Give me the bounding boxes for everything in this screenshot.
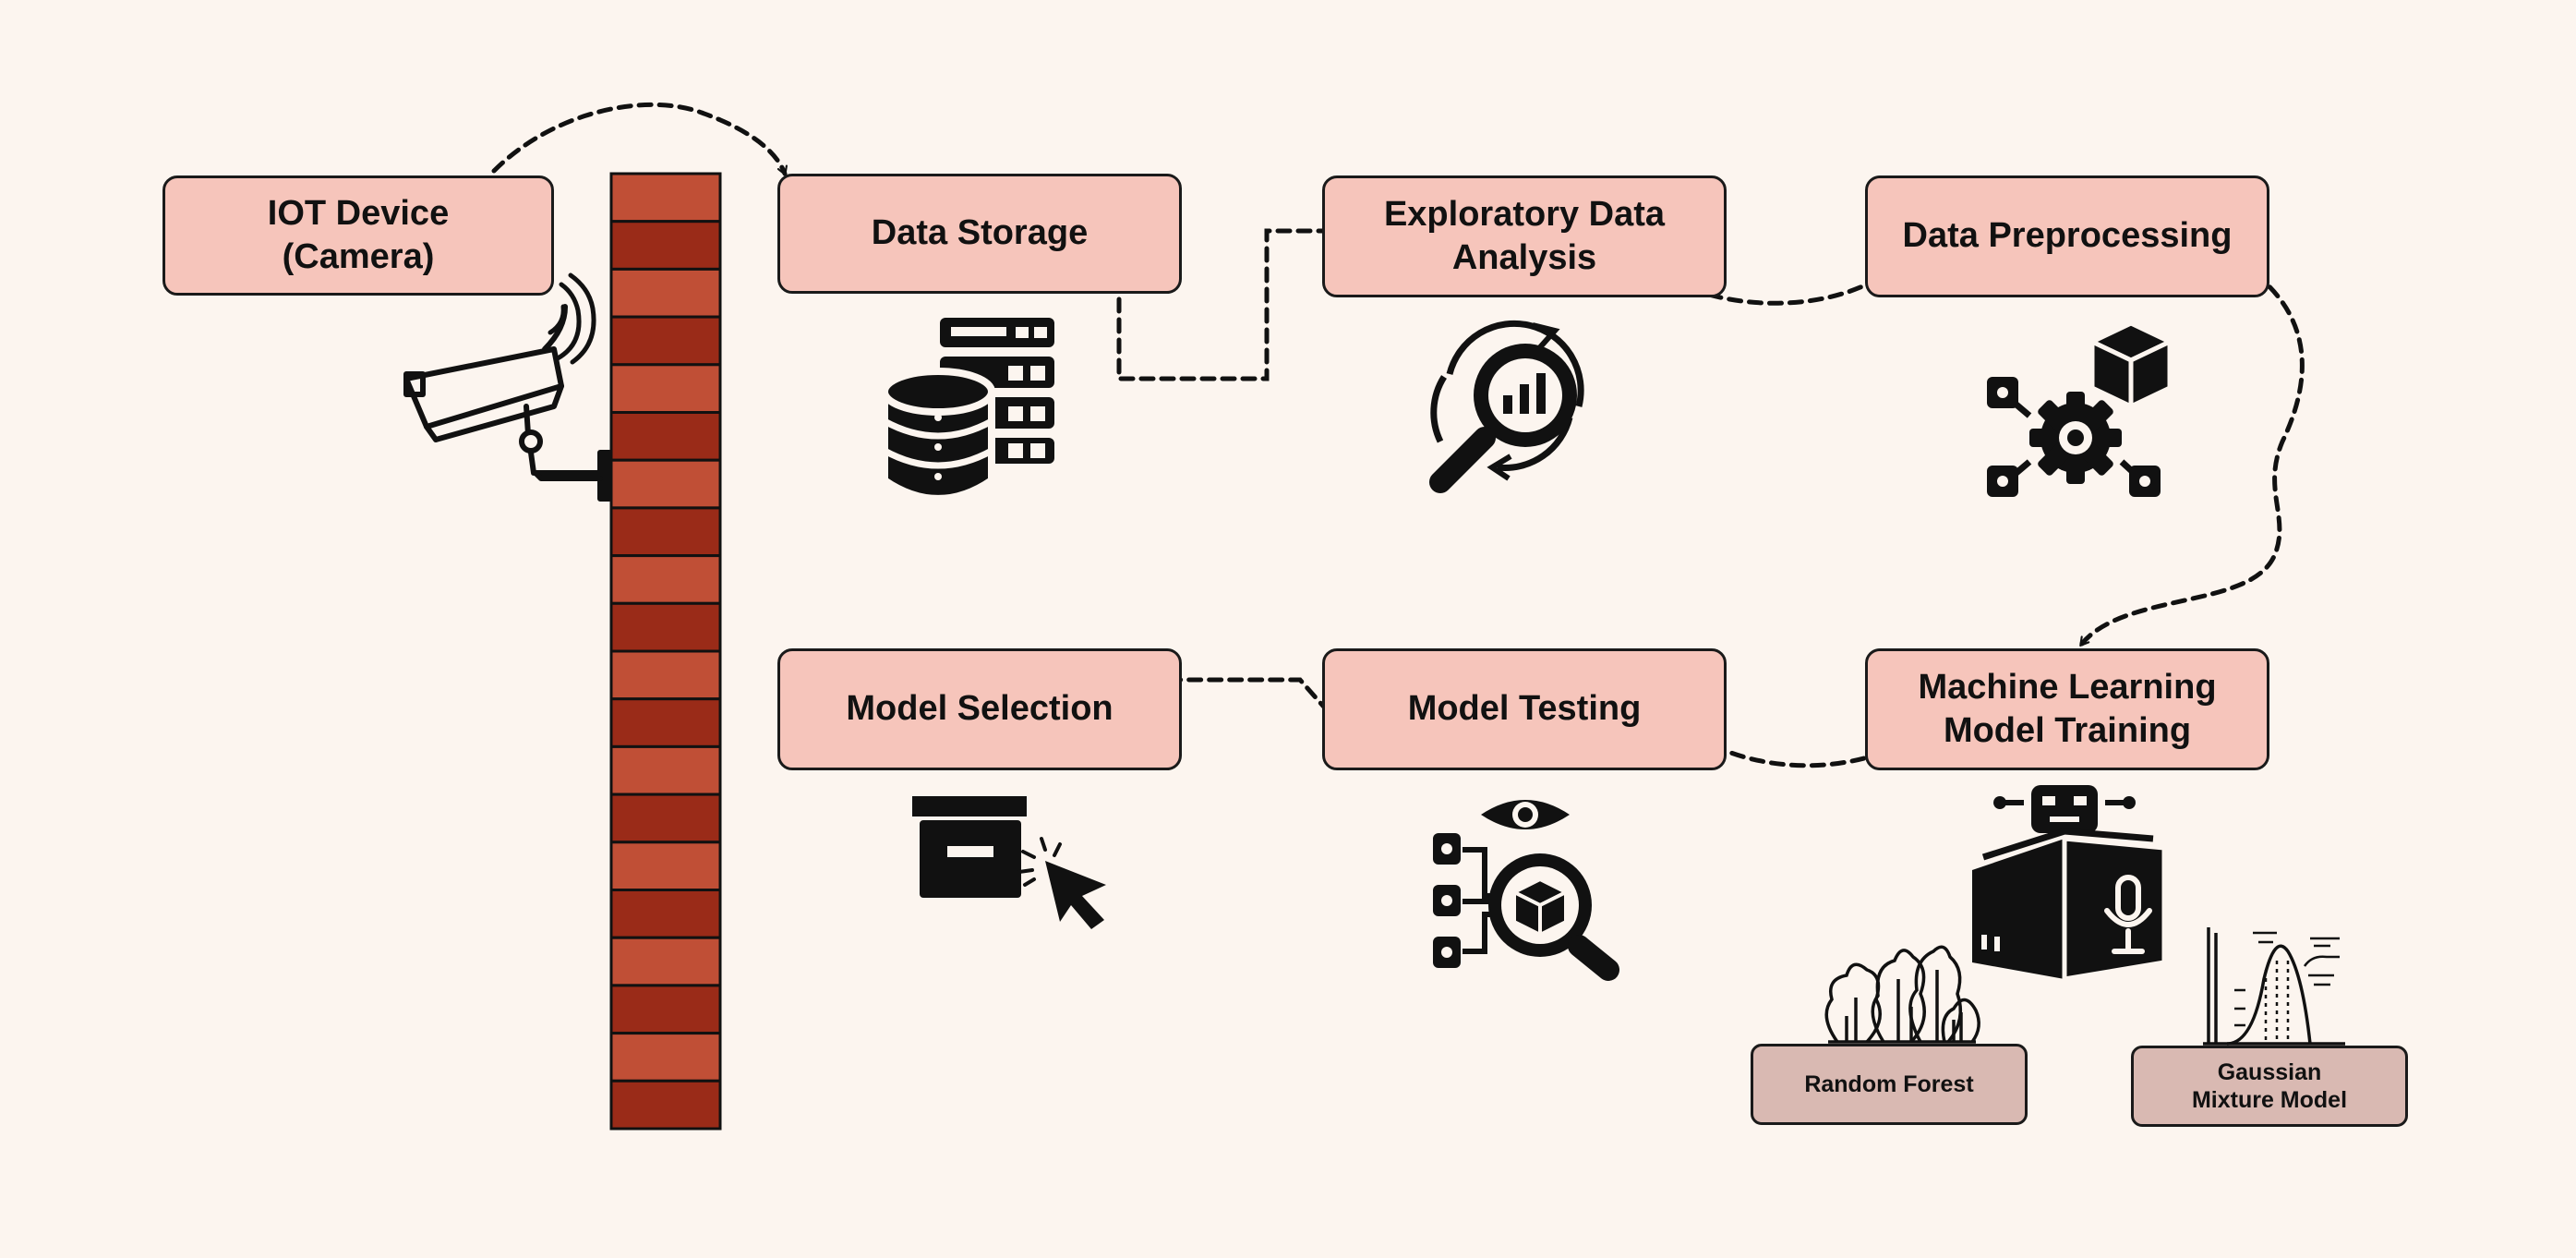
database-server-icon: [881, 318, 1054, 502]
node-data-preprocessing-label: Data Preprocessing: [1902, 216, 2233, 256]
brick: [609, 601, 722, 653]
brick: [609, 458, 722, 510]
node-gaussian-mixture-model[interactable]: Gaussian Mixture Model: [2131, 1046, 2408, 1127]
brick: [609, 1032, 722, 1083]
node-model-selection-label: Model Selection: [846, 689, 1113, 729]
node-gmm-label: Gaussian Mixture Model: [2191, 1059, 2348, 1113]
brick: [609, 697, 722, 748]
node-iot-device[interactable]: IOT Device (Camera): [163, 175, 554, 296]
node-iot-device-label: IOT Device (Camera): [267, 193, 450, 277]
gaussian-curve-icon: [2203, 927, 2345, 1046]
brick: [609, 363, 722, 414]
brick-wall-icon: [609, 172, 722, 1131]
robot-book-icon: [1972, 785, 2167, 982]
node-model-testing[interactable]: Model Testing: [1322, 648, 1727, 770]
brick: [609, 984, 722, 1035]
node-model-training[interactable]: Machine Learning Model Training: [1865, 648, 2269, 770]
brick: [609, 506, 722, 558]
brick: [609, 267, 722, 319]
node-random-forest[interactable]: Random Forest: [1751, 1044, 2028, 1125]
brick: [609, 411, 722, 462]
brick: [609, 1079, 722, 1131]
brick: [609, 220, 722, 271]
node-exploratory-data-analysis[interactable]: Exploratory Data Analysis: [1322, 175, 1727, 297]
node-eda-label: Exploratory Data Analysis: [1383, 194, 1666, 278]
brick: [609, 889, 722, 939]
node-data-storage-label: Data Storage: [871, 213, 1089, 253]
edge-iot-to-storage: [491, 102, 788, 176]
node-random-forest-label: Random Forest: [1804, 1071, 1974, 1097]
node-data-storage[interactable]: Data Storage: [777, 174, 1182, 294]
edge-preprocessing-to-training: [2078, 271, 2305, 647]
brick: [609, 649, 722, 701]
node-model-selection[interactable]: Model Selection: [777, 648, 1182, 770]
box-cursor-icon: [912, 796, 1106, 929]
edge-storage-to-eda: [1116, 225, 1362, 381]
cctv-camera-icon: [403, 272, 612, 502]
node-model-testing-label: Model Testing: [1407, 689, 1642, 729]
magnifier-chart-icon: [1429, 320, 1584, 493]
brick: [609, 744, 722, 796]
magnifier-cube-icon: [1433, 800, 1619, 981]
brick: [609, 936, 722, 987]
brick: [609, 172, 722, 224]
node-data-preprocessing[interactable]: Data Preprocessing: [1865, 175, 2269, 297]
brick: [609, 841, 722, 891]
gear-network-icon: [1987, 321, 2173, 497]
brick: [609, 554, 722, 605]
brick: [609, 792, 722, 844]
brick: [609, 315, 722, 367]
node-model-training-label: Machine Learning Model Training: [1918, 667, 2217, 751]
trees-icon: [1824, 945, 1980, 1044]
